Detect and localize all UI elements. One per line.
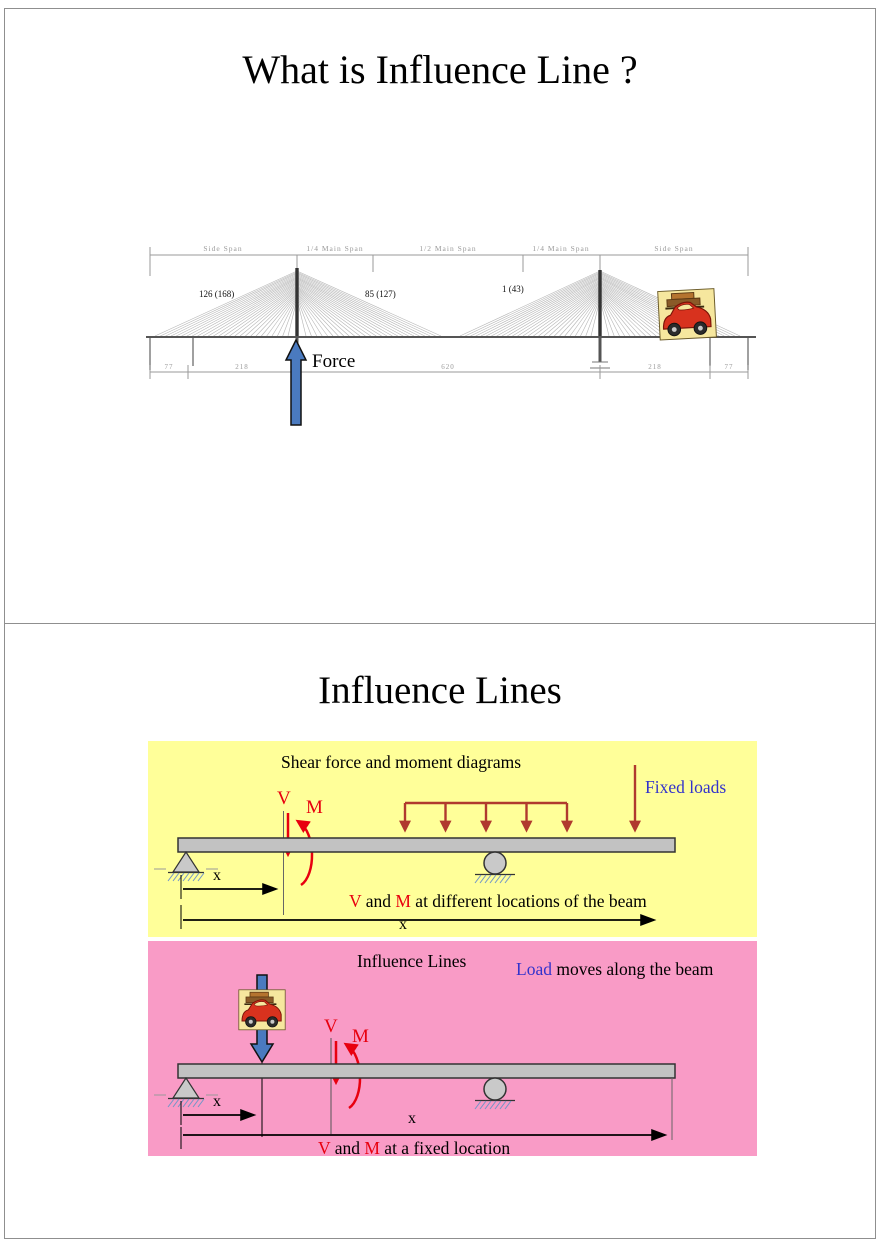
bridge-bottom-dimension-line bbox=[149, 365, 749, 379]
dim-number: 77 bbox=[165, 363, 174, 371]
moving-load-panel bbox=[148, 941, 757, 1156]
load-word: Load bbox=[516, 959, 552, 979]
roller-support-icon bbox=[474, 851, 515, 884]
yellow-panel-caption: V and M at different locations of the be… bbox=[349, 891, 647, 912]
pink-panel-caption: V and M at a fixed location bbox=[318, 1138, 510, 1159]
caption-m: M bbox=[364, 1138, 380, 1158]
car-image bbox=[238, 988, 287, 1031]
caption-rest: at a fixed location bbox=[379, 1138, 511, 1158]
load-rest: moves along the beam bbox=[551, 959, 714, 979]
bridge-cables bbox=[154, 270, 741, 337]
yellow-panel-heading: Shear force and moment diagrams bbox=[281, 752, 522, 772]
slide-2-title: Influence Lines bbox=[318, 669, 562, 712]
slide-1-title: What is Influence Line ? bbox=[242, 47, 638, 92]
caption-and: and bbox=[361, 891, 396, 911]
x-short-dimension bbox=[180, 875, 279, 899]
bridge-span-labels: Side Span 1/4 Main Span 1/2 Main Span 1/… bbox=[203, 244, 693, 253]
moment-symbol-label: M bbox=[306, 797, 323, 818]
pin-support-icon bbox=[154, 850, 218, 882]
pin-support-icon bbox=[154, 1076, 218, 1108]
moment-symbol-label: M bbox=[352, 1026, 369, 1047]
force-label: Force bbox=[312, 351, 355, 372]
pink-panel-heading: Influence Lines bbox=[357, 951, 467, 971]
beam bbox=[177, 837, 676, 853]
span-label: 1/2 Main Span bbox=[419, 244, 476, 253]
bridge-drawing: Side Span 1/4 Main Span 1/2 Main Span 1/… bbox=[146, 244, 756, 426]
cable-count-mid: 85 (127) bbox=[365, 289, 396, 299]
fixed-loads-label: Fixed loads bbox=[645, 777, 727, 797]
fixed-loads-panel bbox=[148, 741, 757, 937]
caption-and: and bbox=[330, 1138, 365, 1158]
beam bbox=[177, 1063, 676, 1079]
caption-m: M bbox=[395, 891, 411, 911]
span-label: Side Span bbox=[203, 244, 242, 253]
span-label: 1/4 Main Span bbox=[532, 244, 589, 253]
dim-number: 620 bbox=[441, 363, 455, 371]
cable-count-left: 126 (168) bbox=[199, 289, 234, 299]
car-image bbox=[656, 287, 718, 341]
caption-rest: at different locations of the beam bbox=[410, 891, 647, 911]
span-label: Side Span bbox=[654, 244, 693, 253]
shear-symbol-label: V bbox=[324, 1016, 338, 1037]
x-long-dimension bbox=[180, 1127, 668, 1149]
beam-diagram-fixed bbox=[154, 765, 676, 929]
x-short-label: x bbox=[213, 867, 221, 884]
cable-count-right: 1 (43) bbox=[502, 284, 524, 294]
beam-diagram-moving bbox=[154, 974, 676, 1149]
shear-symbol-label: V bbox=[277, 788, 291, 809]
roller-support-icon bbox=[474, 1077, 515, 1110]
caption-v: V bbox=[349, 891, 362, 911]
dim-number: 218 bbox=[648, 363, 662, 371]
caption-v: V bbox=[318, 1138, 331, 1158]
dim-number: 218 bbox=[235, 363, 249, 371]
x-long-dimension bbox=[180, 905, 657, 929]
x-long-label: x bbox=[408, 1110, 416, 1127]
span-label: 1/4 Main Span bbox=[306, 244, 363, 253]
x-short-dimension bbox=[180, 1101, 257, 1125]
x-short-label: x bbox=[213, 1093, 221, 1110]
slide-2-frame bbox=[4, 623, 876, 1239]
bridge-dim-numbers: 77 218 620 218 77 bbox=[165, 363, 734, 371]
load-moves-label: Load moves along the beam bbox=[516, 959, 713, 980]
moment-arrow bbox=[295, 819, 314, 887]
dim-number: 77 bbox=[725, 363, 734, 371]
bridge-side-piers bbox=[149, 337, 749, 370]
distributed-load-arrows bbox=[399, 801, 573, 833]
force-up-arrow bbox=[284, 338, 308, 426]
x-long-label: x bbox=[399, 916, 407, 933]
